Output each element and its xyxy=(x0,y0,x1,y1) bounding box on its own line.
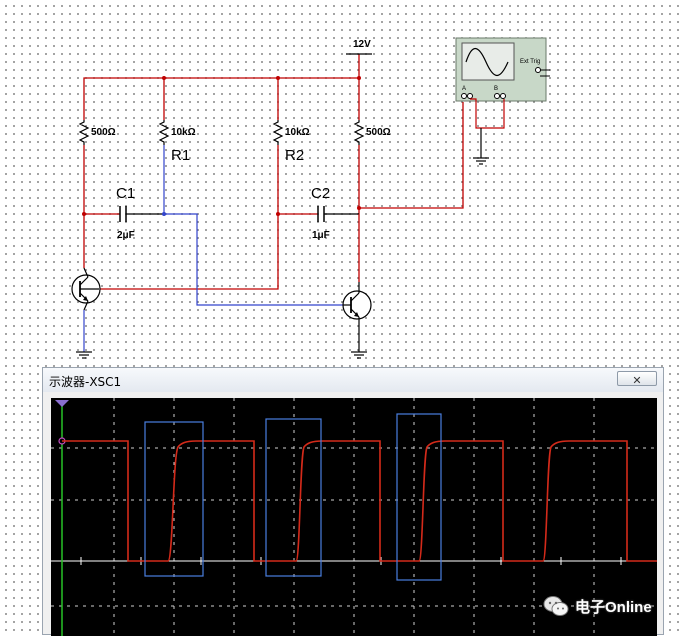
resistor-r2-value: 10kΩ xyxy=(285,127,310,138)
supply-label: 12V xyxy=(353,39,371,50)
wire-red-cross[interactable] xyxy=(83,102,464,290)
capacitor-c1-value: 2μF xyxy=(117,230,135,241)
supply-rail[interactable] xyxy=(83,54,360,120)
resistor-left-outer-value: 500Ω xyxy=(91,127,116,138)
close-button[interactable]: ✕ xyxy=(617,371,657,387)
transistor-q2[interactable] xyxy=(342,282,372,352)
xsc-ext-trig-label: Ext Trig xyxy=(520,59,540,65)
oscilloscope-xsc1-symbol[interactable]: Ext Trig A B xyxy=(455,37,550,102)
wire-blue-cross[interactable] xyxy=(164,213,343,306)
oscilloscope-window[interactable]: 示波器-XSC1 ✕ xyxy=(42,367,664,636)
channel-a-trace xyxy=(62,440,657,562)
capacitor-c2-value: 1μF xyxy=(312,230,330,241)
schematic-canvas[interactable]: 12V 500Ω 10kΩ R1 10kΩ R2 500Ω C1 2μF xyxy=(0,0,679,370)
scope-title: 示波器-XSC1 xyxy=(49,375,122,389)
ground-scope[interactable] xyxy=(473,157,489,165)
resistor-right-outer[interactable]: 500Ω xyxy=(353,120,391,214)
ground-q2[interactable] xyxy=(351,351,367,359)
transistor-q1[interactable] xyxy=(71,267,101,311)
xsc-a-label: A xyxy=(462,86,466,92)
scope-screen[interactable] xyxy=(51,398,657,636)
resistor-left-outer[interactable]: 500Ω xyxy=(78,120,116,214)
resistor-r2[interactable]: 10kΩ R2 xyxy=(272,120,310,214)
resistor-r1-value: 10kΩ xyxy=(171,127,196,138)
supply-symbol[interactable]: 12V xyxy=(346,39,372,55)
resistor-r2-name: R2 xyxy=(285,147,304,164)
xsc-b-label: B xyxy=(494,86,498,92)
scope-probe-wires[interactable] xyxy=(470,98,505,129)
capacitor-c2-name: C2 xyxy=(311,185,330,202)
resistor-right-outer-value: 500Ω xyxy=(366,127,391,138)
capacitor-c1-name: C1 xyxy=(116,185,135,202)
scope-titlebar[interactable]: 示波器-XSC1 ✕ xyxy=(43,368,663,392)
cursor-marker-icon[interactable] xyxy=(55,400,69,407)
resistor-r1-name: R1 xyxy=(171,147,190,164)
highlight-boxes xyxy=(144,413,442,581)
ground-q1[interactable] xyxy=(76,351,92,359)
watermark: 电子Online xyxy=(543,594,652,618)
capacitor-c2[interactable]: C2 1μF xyxy=(278,185,359,241)
watermark-text: 电子Online xyxy=(575,598,652,616)
resistor-r1[interactable]: 10kΩ R1 xyxy=(158,120,196,214)
wechat-icon xyxy=(543,596,569,616)
capacitor-c1[interactable]: C1 2μF xyxy=(84,185,164,241)
